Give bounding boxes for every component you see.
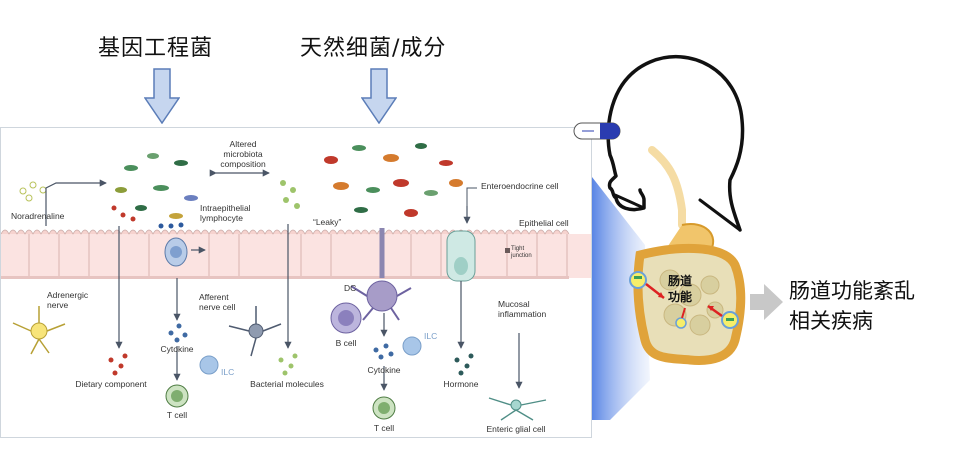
afferent-neuron-icon <box>228 306 282 357</box>
label-altered-microbiota: Altered microbiota composition <box>220 139 266 169</box>
microbiota-left <box>111 153 198 229</box>
label-bacterial-molecules: Bacterial molecules <box>250 379 324 389</box>
label-ilc-left: ILC <box>221 367 235 377</box>
label-tight-junction: Tight junction <box>511 246 532 259</box>
diagram-artwork <box>1 143 591 421</box>
label-b-cell: B cell <box>335 338 357 348</box>
microbiota-right <box>324 143 463 217</box>
probiotic-right-icon <box>721 311 739 329</box>
label-cytokine-left: Cytokine <box>160 344 194 354</box>
label-t-cell-left: T cell <box>166 410 188 420</box>
label-dietary-component: Dietary component <box>75 379 147 389</box>
outcome-line-1: 肠道功能紊乱 <box>789 279 915 303</box>
gut-function-line-1: 肠道 <box>668 274 693 288</box>
head-profile-icon <box>606 54 745 232</box>
engineered-bacteria-title: 基因工程菌 <box>98 36 214 61</box>
label-ilc-right: ILC <box>424 331 438 341</box>
t-cell-right-icon <box>372 396 396 420</box>
label-noradrenaline: Noradrenaline <box>11 211 65 221</box>
down-arrow-right-icon <box>361 68 397 124</box>
epithelium-layer <box>1 229 591 279</box>
label-mucosal-inflammation: Mucosal inflammation <box>498 299 547 319</box>
enteric-glial-cell-icon <box>488 397 547 421</box>
capsule-icon <box>573 122 621 140</box>
adrenergic-neuron-icon <box>12 306 66 355</box>
down-arrow-left-icon <box>144 68 180 124</box>
label-epithelial-cell: Epithelial cell <box>519 218 569 228</box>
probiotic-bottom-icon <box>675 317 687 329</box>
dc-cell-icon <box>350 280 412 321</box>
gut-mechanism-diagram: Altered microbiota composition Noradrena… <box>0 127 592 438</box>
b-cell-icon <box>330 302 362 334</box>
probiotic-left-icon <box>629 271 647 289</box>
label-cytokine-right: Cytokine <box>367 365 401 375</box>
gut-function-label: 肠道 功能 <box>668 273 692 305</box>
outcome-line-2: 相关疾病 <box>789 309 873 334</box>
label-enteric-glial-cell: Enteric glial cell <box>486 424 546 434</box>
t-cell-left-icon <box>165 384 189 408</box>
label-t-cell-right: T cell <box>373 423 395 433</box>
label-enteroendocrine-cell: Enteroendocrine cell <box>481 181 559 191</box>
right-arrow-icon <box>750 284 783 320</box>
human-digestive-illustration <box>573 54 746 420</box>
label-leaky: “Leaky” <box>313 217 342 227</box>
outcome-text: 肠道功能紊乱 相关疾病 <box>789 276 915 337</box>
scattered-dots <box>19 180 474 376</box>
label-intraepithelial-lymphocyte: Intraepithelial lymphocyte <box>200 203 251 223</box>
label-dc: DC <box>344 283 357 293</box>
gut-function-line-2: 功能 <box>668 290 693 305</box>
label-hormone: Hormone <box>443 379 479 389</box>
label-afferent-nerve-cell: Afferent nerve cell <box>199 292 236 312</box>
natural-bacteria-title: 天然细菌/成分 <box>300 36 447 61</box>
label-adrenergic-nerve: Adrenergic nerve <box>47 290 89 310</box>
